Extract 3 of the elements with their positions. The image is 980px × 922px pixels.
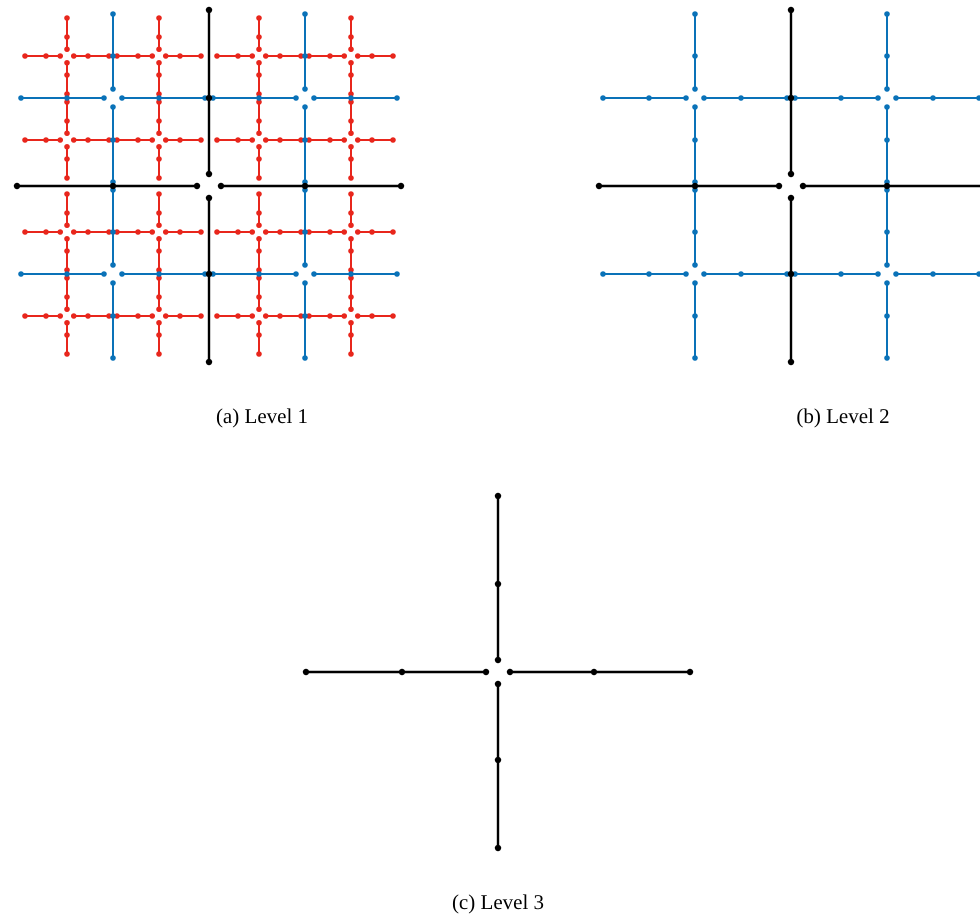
subfigure-caption: (b) Level 2	[796, 404, 890, 429]
subfigure-caption: (a) Level 1	[216, 404, 308, 429]
subfigure-caption: (c) Level 3	[452, 890, 544, 915]
